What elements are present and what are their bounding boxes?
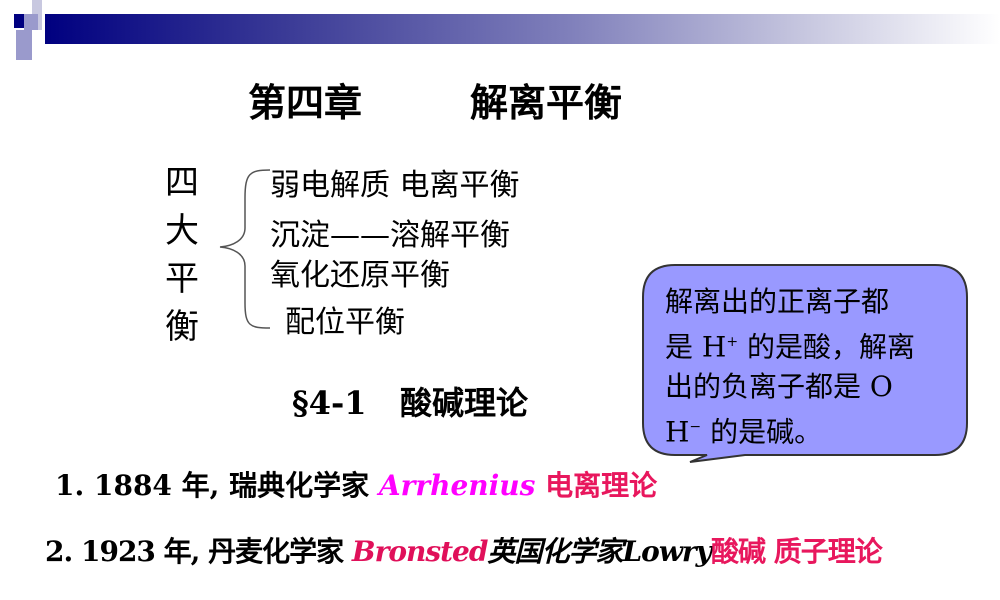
curly-brace bbox=[219, 169, 271, 329]
equilibrium-item: 氧化还原平衡 bbox=[270, 258, 450, 293]
label-char: 平 bbox=[165, 259, 199, 299]
history-line-1: 1. 1884 年, 瑞典化学家 Arrhenius 电离理论 bbox=[55, 469, 658, 502]
callout-line: H− 的是碱。 bbox=[665, 415, 823, 449]
history-line-2: 2. 1923 年, 丹麦化学家 Bronsted英国化学家Lowry酸碱 质子… bbox=[45, 535, 883, 568]
decor-square bbox=[24, 14, 38, 30]
callout-line: 是 H+ 的是酸，解离 bbox=[665, 330, 915, 364]
callout-text: 解离出的正离子都 是 H+ 的是酸，解离 出的负离子都是 O H− 的是碱。 bbox=[665, 282, 915, 453]
scientist-name-2: 英国化学家Lowry bbox=[487, 535, 711, 568]
decor-square bbox=[14, 14, 24, 28]
chapter-number: 第四章 bbox=[248, 80, 363, 125]
label-char: 四 bbox=[165, 163, 199, 203]
theory-name: 酸碱 质子理论 bbox=[710, 535, 883, 568]
section-number: §4-1 bbox=[292, 384, 367, 422]
scientist-name: Bronsted bbox=[351, 535, 489, 568]
section-heading: §4-1 酸碱理论 bbox=[292, 378, 528, 424]
label-char: 衡 bbox=[165, 307, 199, 347]
section-title: 酸碱理论 bbox=[399, 384, 528, 422]
callout-line: 解离出的正离子都 bbox=[665, 285, 890, 318]
chapter-title: 解离平衡 bbox=[470, 80, 623, 125]
scientist-name: Arrhenius bbox=[378, 469, 536, 502]
callout-bubble bbox=[642, 264, 968, 463]
callout-line: 出的负离子都是 O bbox=[665, 370, 893, 404]
header-gradient-bar bbox=[45, 14, 1000, 44]
equilibrium-item: 弱电解质 电离平衡 bbox=[270, 168, 520, 203]
label-char: 大 bbox=[165, 211, 199, 251]
decor-square bbox=[16, 30, 32, 60]
equilibrium-item: 沉淀——溶解平衡 bbox=[270, 218, 510, 253]
equilibrium-item: 配位平衡 bbox=[285, 305, 405, 340]
theory-name: 电离理论 bbox=[535, 469, 658, 502]
